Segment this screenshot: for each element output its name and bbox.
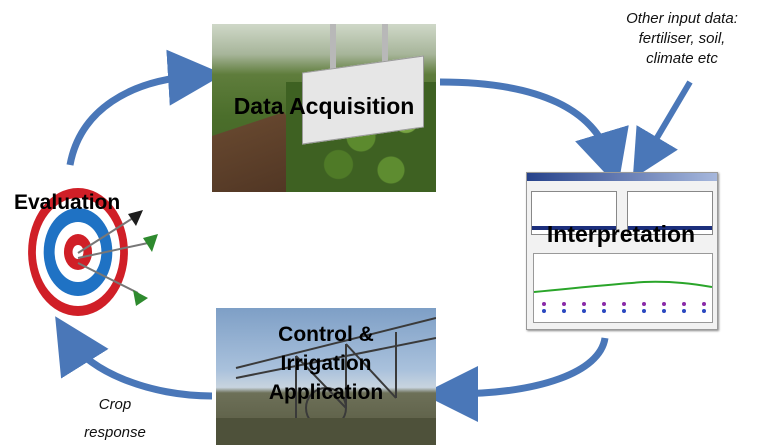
label-control-line-2: Irrigation	[280, 352, 372, 375]
label-data-acquisition: Data Acquisition	[233, 93, 415, 119]
note-input-line-2: fertiliser, soil,	[638, 30, 726, 47]
target-icon	[8, 178, 158, 326]
label-control-line-3: Application	[268, 381, 384, 404]
arrow-interpretation-to-control	[422, 337, 609, 422]
note-input-line-3: climate etc	[646, 50, 718, 67]
arrow-input-to-interpretation	[632, 80, 693, 179]
data-acquisition-photo	[212, 24, 436, 192]
label-evaluation: Evaluation	[14, 191, 121, 214]
label-control-line-1: Control &	[278, 323, 374, 346]
label-interpretation: Interpretation	[546, 221, 696, 247]
arrow-control-to-evaluation	[55, 316, 213, 400]
software-screenshot-icon	[526, 172, 718, 330]
note-crop-line-1: Crop	[98, 396, 132, 413]
irrigation-pivot-icon	[216, 308, 436, 445]
note-input-line-1: Other input data:	[626, 10, 738, 27]
arrow-acquisition-to-interpretation	[439, 78, 629, 187]
arrow-evaluation-to-acquisition	[66, 49, 224, 166]
note-crop-line-2: response	[84, 424, 146, 441]
dart-icon	[77, 210, 158, 306]
